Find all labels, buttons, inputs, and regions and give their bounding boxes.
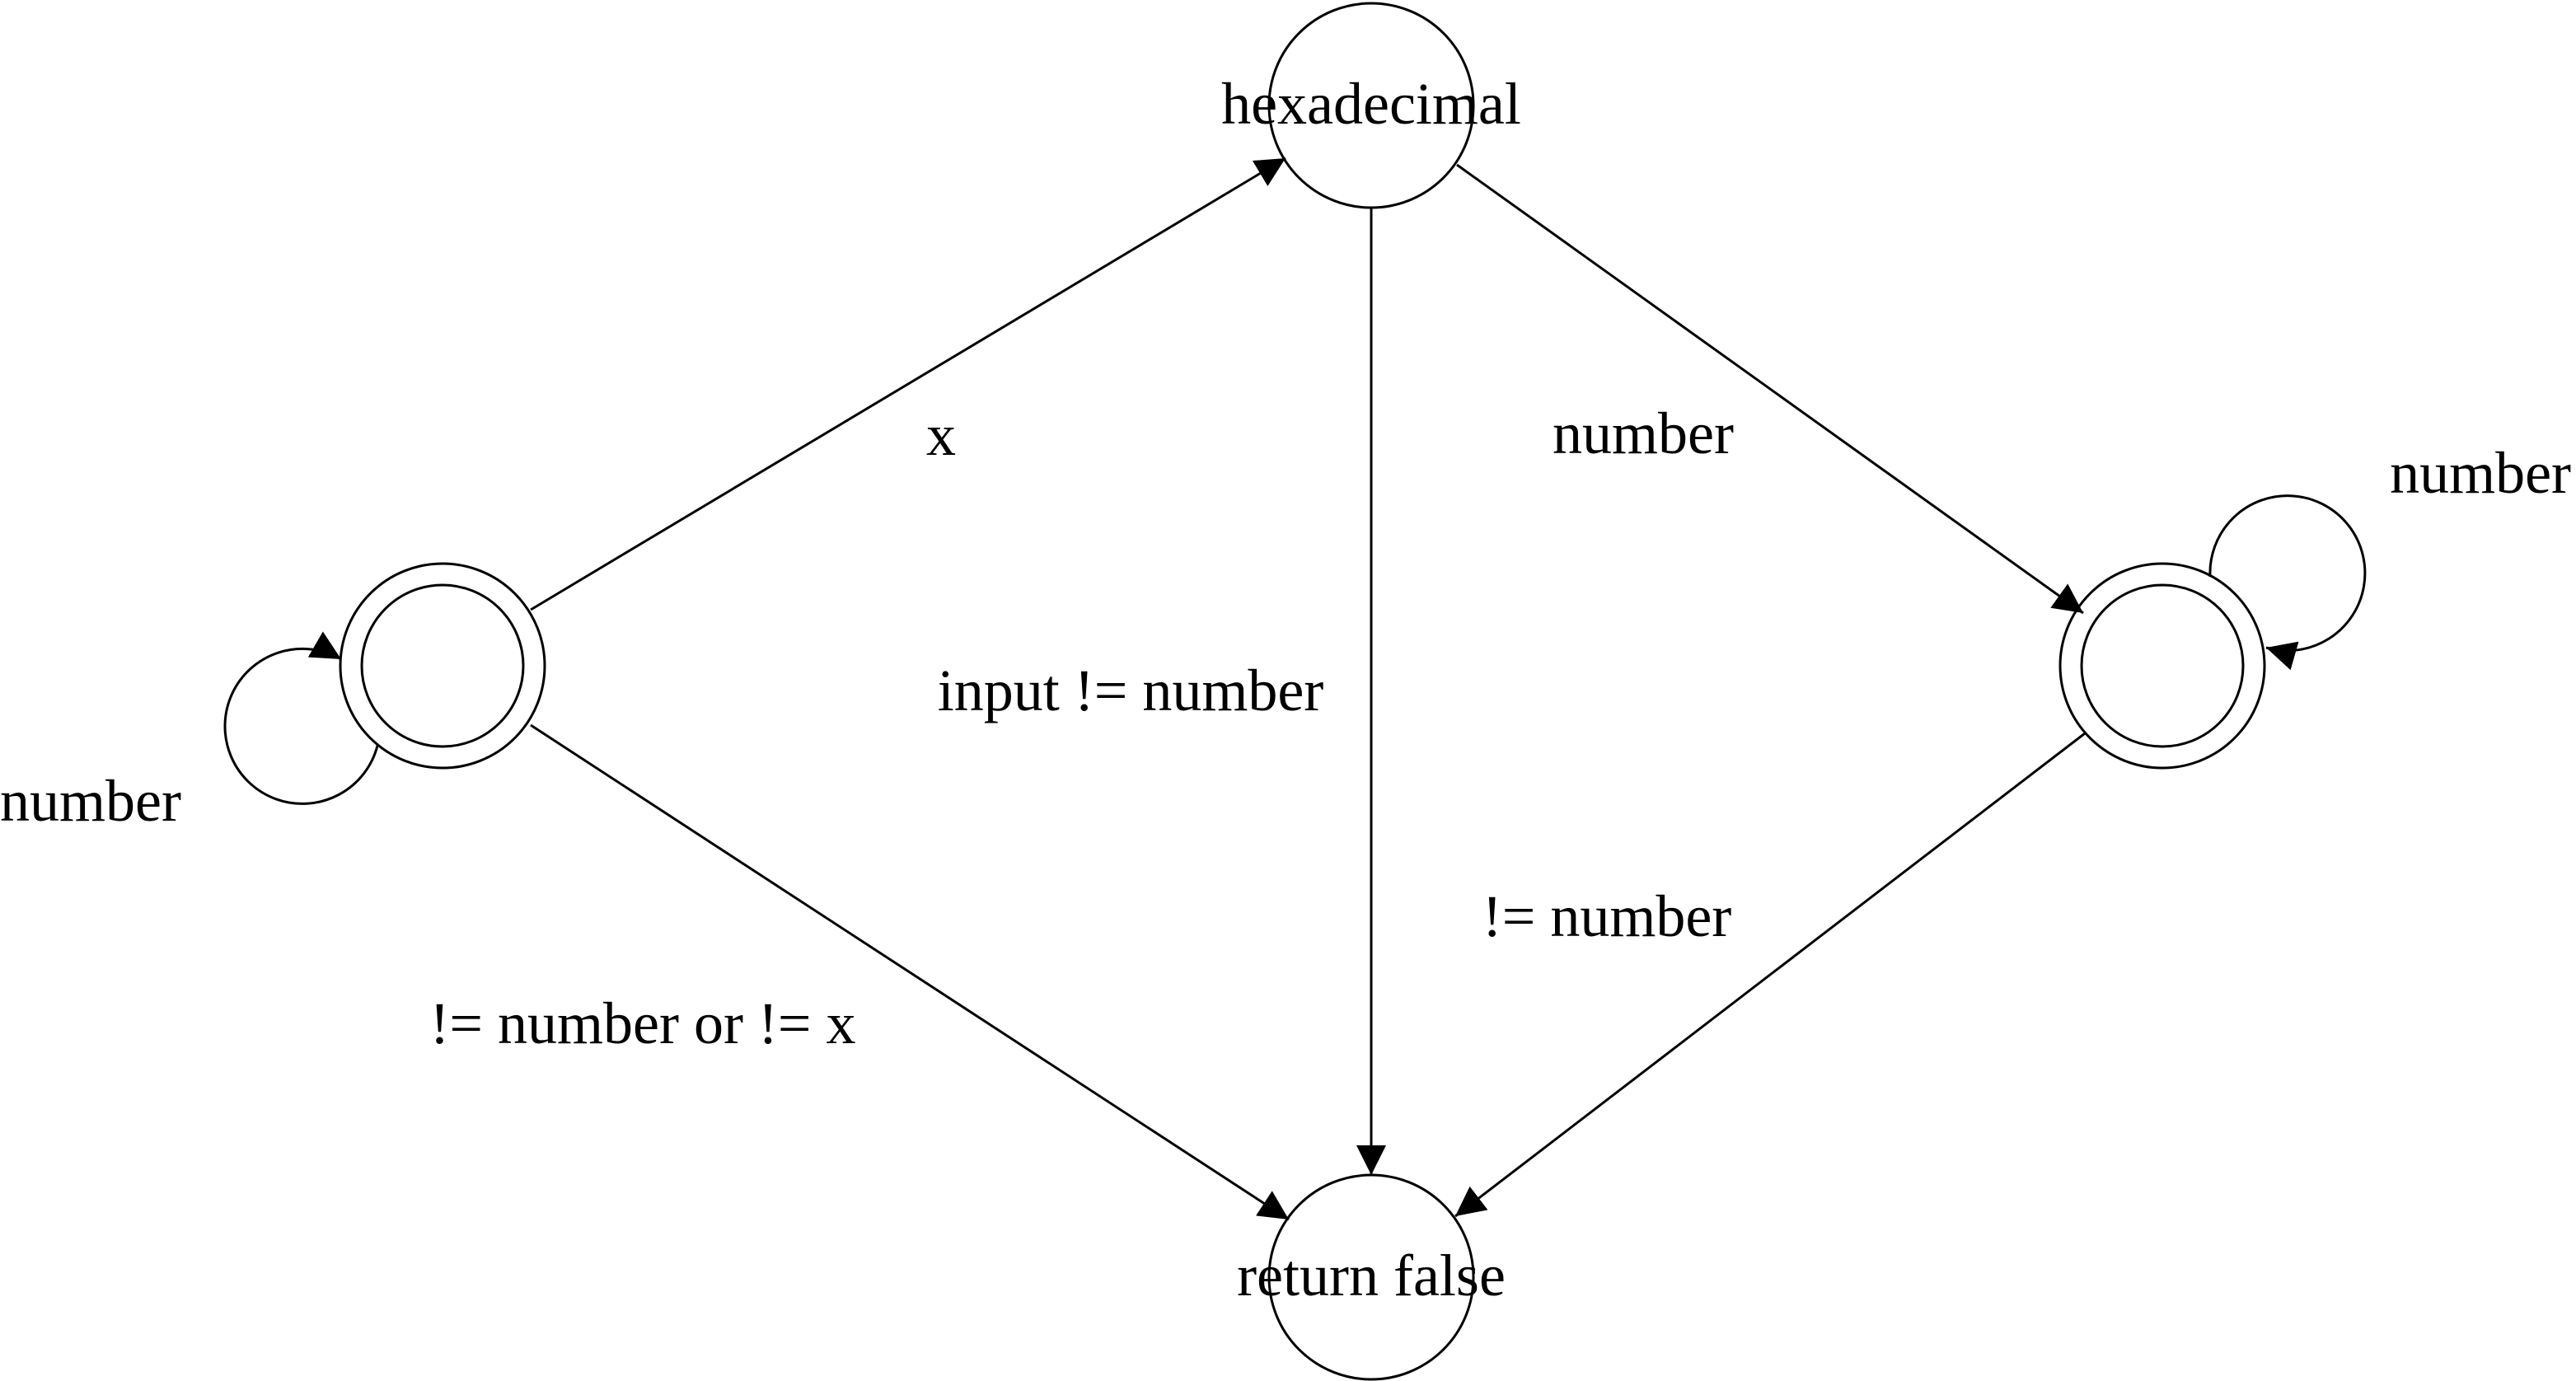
node-label-return-false: return false [1237, 1243, 1506, 1308]
edge-accept-to-return-false [1454, 732, 2086, 1218]
edge-label-not-number: != number [1482, 883, 1732, 949]
state-return-false [1267, 1173, 1475, 1381]
self-loop-start [223, 631, 379, 805]
edge-label-x: x [926, 402, 956, 468]
node-label-hexadecimal: hexadecimal [1221, 71, 1521, 137]
edge-label-input-not-number: input != number [938, 658, 1324, 723]
edge-hexadecimal-to-accept [1456, 163, 2084, 615]
state-start [339, 562, 546, 770]
self-loop-accept [2208, 494, 2367, 671]
edge-start-to-return-false [530, 723, 1290, 1221]
state-hexadecimal [1267, 2, 1475, 209]
edge-label-number-hex-to-accept: number [1553, 400, 1734, 466]
edge-label-number-start-loop: number [0, 768, 181, 834]
state-accept [2058, 562, 2266, 770]
edge-label-number-accept-loop: number [2390, 440, 2571, 506]
edge-label-not-number-or-not-x: != number or != x [429, 990, 855, 1056]
edge-start-to-hexadecimal [530, 157, 1286, 611]
